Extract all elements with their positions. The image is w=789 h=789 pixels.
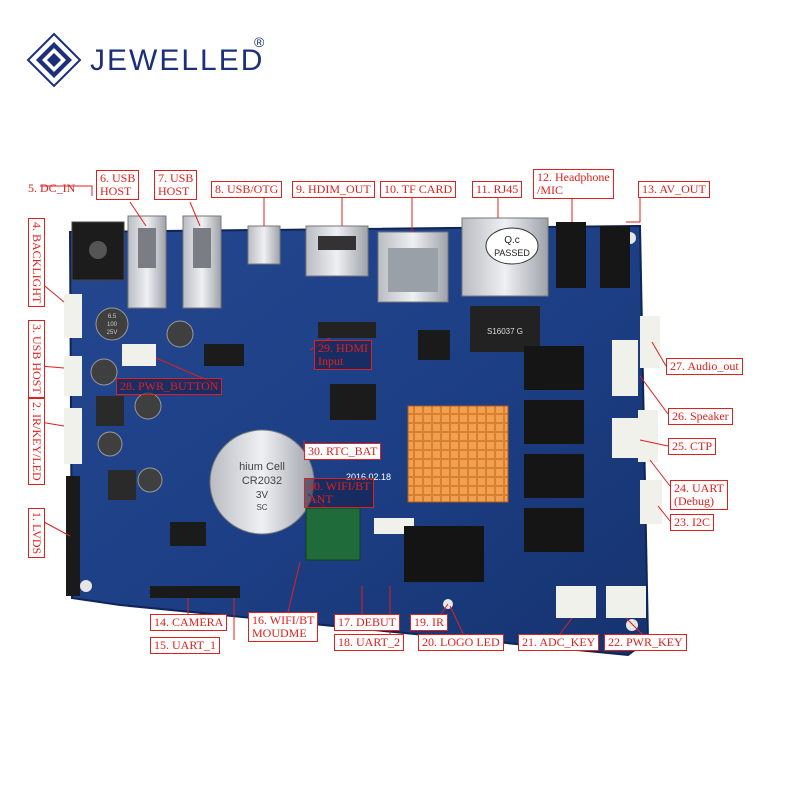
ic-chip — [330, 384, 376, 420]
qc-stamp-line2: PASSED — [494, 248, 530, 258]
qc-stamp-line1: Q.c — [504, 235, 520, 246]
label-backlight: 4. BACKLIGHT — [28, 218, 45, 308]
label-uart-1: 15. UART_1 — [150, 637, 220, 654]
uart-debug-connector — [638, 410, 658, 462]
hdmi-port-slot — [318, 236, 356, 250]
capacitor — [90, 358, 118, 386]
label-usb-host-6: 6. USB HOST — [96, 170, 140, 200]
label-uart-debug: 24. UART (Debug) — [670, 480, 728, 510]
label-adc-key: 21. ADC_KEY — [518, 634, 600, 651]
label-av-out: 13. AV_OUT — [638, 181, 710, 198]
ic-chip — [170, 522, 206, 546]
lan-transformer-chip — [470, 306, 540, 352]
tf-card-slot-inner — [388, 248, 438, 292]
label-hdim-out: 9. HDIM_OUT — [292, 181, 375, 198]
inductor — [108, 470, 136, 500]
label-camera: 14. CAMERA — [150, 614, 228, 631]
battery-print: SC — [256, 503, 267, 512]
audio-out-connector — [640, 316, 660, 368]
pwr-button-connector — [122, 344, 156, 366]
label-rj45: 11. RJ45 — [472, 181, 523, 198]
capacitor — [97, 431, 123, 457]
brand-logo: JEWELLED ® — [22, 30, 322, 90]
label-pwr-key: 22. PWR_KEY — [604, 634, 687, 651]
ram-chip — [524, 454, 584, 498]
label-usb-host-3: 3. USB HOST — [28, 320, 45, 398]
ir-key-led-connector — [64, 408, 82, 464]
usb-otg-port — [247, 225, 281, 265]
pwr-key-connector — [606, 586, 646, 618]
cpu-heatsink — [407, 405, 509, 503]
inductor — [96, 396, 124, 426]
label-ctp: 25. CTP — [668, 438, 717, 455]
capacitor — [95, 307, 129, 341]
label-pwr-button: 28. PWR_BUTTON — [116, 378, 223, 395]
label-debut: 17. DEBUT — [334, 614, 400, 631]
label-i2c: 23. I2C — [670, 514, 714, 531]
ctp-connector — [612, 418, 642, 458]
label-logo-led: 20. LOGO LED — [418, 634, 504, 651]
label-audio-out: 27. Audio_out — [666, 358, 743, 375]
label-rtc-bat: 30. RTC_BAT — [304, 443, 382, 460]
adc-key-connector — [556, 586, 596, 618]
label-ir-key-led: 2. IR/KEY/LED — [28, 398, 45, 485]
mount-hole — [626, 619, 638, 631]
registered-mark: ® — [254, 34, 265, 50]
usb-host-port-slot — [193, 228, 211, 268]
qc-passed-sticker — [485, 227, 539, 265]
usb-host-port-slot — [138, 228, 156, 268]
battery-print: hium Cell — [239, 461, 285, 473]
label-tf-card: 10. TF CARD — [380, 181, 457, 198]
hdmi-port — [305, 225, 369, 277]
backlight-connector — [64, 294, 82, 338]
lan-chip — [418, 330, 450, 360]
mount-hole — [80, 580, 92, 592]
speaker-connector — [612, 340, 638, 396]
label-wifi-bt-module: 16. WIFI/BT MOUDME — [248, 612, 319, 642]
label-wifi-bt-ant: 40. WIFI/BT ANT — [304, 478, 375, 508]
wifi-bt-module — [305, 507, 361, 561]
battery-print: 3V — [256, 490, 269, 501]
ram-chip — [524, 400, 584, 444]
label-ir: 19. IR — [410, 614, 448, 631]
chip-print: S16037 G — [487, 327, 523, 336]
label-speaker: 26. Speaker — [668, 408, 733, 425]
hdmi-input-header — [318, 322, 376, 338]
label-usb-otg: 8. USB/OTG — [211, 181, 283, 198]
capacitor — [137, 467, 163, 493]
capacitor — [166, 320, 194, 348]
dc-jack-pin — [89, 241, 107, 259]
ram-chip — [524, 508, 584, 552]
ram-chip — [524, 346, 584, 390]
capacitor-print: 100 — [107, 322, 118, 328]
date-print: 2016.02.18 — [346, 472, 391, 482]
i2c-connector — [640, 480, 662, 524]
capacitor-print: 25V — [107, 330, 118, 336]
label-lvds: 1. LVDS — [28, 508, 45, 559]
usb-host-connector — [64, 356, 82, 396]
ic-chip — [204, 344, 244, 366]
camera-header — [150, 586, 240, 598]
capacitor-print: 6.5 — [108, 314, 117, 320]
label-headphone-mic: 12. Headphone /MIC — [533, 169, 614, 199]
ic-chip — [404, 526, 484, 582]
av-out-jack — [600, 226, 630, 288]
brand-name: JEWELLED — [90, 44, 265, 77]
capacitor — [134, 392, 162, 420]
lvds-header — [66, 476, 80, 596]
battery-print: CR2032 — [242, 475, 282, 487]
label-usb-host-7: 7. USB HOST — [154, 170, 198, 200]
label-dc-in: 5. DC_IN — [28, 181, 76, 195]
diamond-logo-icon — [26, 32, 82, 88]
headphone-jack — [556, 222, 586, 288]
label-hdmi-input: 29. HDMI Input — [314, 340, 372, 370]
label-uart-2: 18. UART_2 — [334, 634, 404, 651]
